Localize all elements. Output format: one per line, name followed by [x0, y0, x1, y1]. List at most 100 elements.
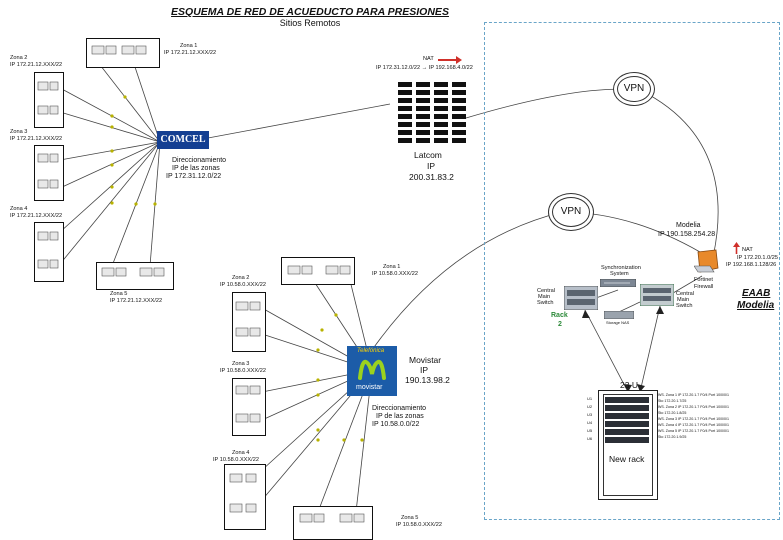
vpn-upper-inner: VPN: [617, 76, 651, 102]
vpn-lower-inner: VPN: [552, 197, 590, 227]
rack-entry-7: WS. Zona 5 IP 172.20.1.7 F0/4 Port 10/0/…: [658, 429, 730, 433]
movistar-addr-line-3: IP 10.58.0.0/22: [372, 421, 420, 428]
new-rack: New rack: [598, 390, 658, 500]
sync-label-2: System: [610, 271, 629, 277]
movistar-zone-2-name: Zona 2: [232, 275, 250, 281]
vpn-lower-label: VPN: [560, 206, 582, 217]
rack-slot-1: U1: [587, 396, 593, 401]
rack-entry-8: Sto 172.20.1.9/25: [658, 435, 687, 439]
rack-server: [605, 421, 649, 427]
rack-entry-5: WS. Zona 3 IP 172.20.1.7 F0/4 Port 10/0/…: [658, 417, 730, 421]
comcel-addr-line-1: Direccionamiento: [172, 157, 227, 164]
latcom-nat-label: NAT: [423, 56, 434, 62]
modelia-name: Modelia: [676, 222, 701, 229]
latcom-ip: 200.31.83.2: [409, 172, 454, 182]
movistar-zone-3-ip: IP 10.58.0.XXX/22: [220, 368, 266, 374]
sync-device-icon: [600, 279, 636, 287]
rack-label: Rack: [551, 312, 568, 319]
movistar-ip: 190.13.98.2: [405, 375, 450, 385]
movistar-zone-4-ip: IP 10.58.0.XXX/22: [213, 457, 259, 463]
rack-entry-3: WS. Zona 2 IP 172.20.1.7 F0/4 Port 10/0/…: [658, 405, 730, 409]
rack-slot-3: U3: [587, 412, 593, 417]
vpn-upper: VPN: [613, 72, 655, 106]
page-subtitle: Sitios Remotos: [279, 18, 341, 28]
new-rack-frame: [603, 394, 653, 496]
rack-server: [605, 429, 649, 435]
storage-nas-label: Storage NAS: [606, 320, 630, 325]
rack-entry-6: WS. Zona 4 IP 172.20.1.7 F0/4 Port 10/0/…: [658, 423, 730, 427]
latcom-ip-label: IP: [427, 161, 436, 171]
comcel-zone-2-box: [34, 72, 64, 128]
rack-slot-2: U2: [587, 404, 593, 409]
rack-server: [605, 405, 649, 411]
nat-right-line-1: IP 172.20.1.0/25: [737, 255, 778, 261]
vpn-upper-label: VPN: [623, 83, 645, 94]
nat-arrow-icon: [438, 56, 462, 64]
comcel-zone-1-ip: IP 172.21.12.XXX/22: [164, 50, 217, 56]
rtu-modem-icon: [37, 45, 165, 277]
comcel-addr-line-3: IP 172.31.12.0/22: [166, 173, 222, 180]
latcom-nat-rule: IP 172.31.12.0/22 → IP 192.168.4.0/22: [376, 65, 473, 71]
switch-left-1: Central: [537, 288, 556, 294]
firewall-label-2: Firewall: [694, 284, 714, 290]
movistar-m-icon: [358, 359, 386, 380]
rack-server: [605, 413, 649, 419]
rack-entry-4: Sto 172.20.1.8/25: [658, 411, 687, 415]
sync-label-1: Synchronization: [601, 265, 641, 271]
comcel-zone-5-ip: IP 172.21.12.XXX/22: [110, 298, 163, 304]
rack-entry-1: WS. Zona 1 IP 172.20.1.7 F0/4 Port 10/0/…: [658, 393, 730, 397]
movistar-ip-label: IP: [420, 365, 429, 375]
switch-right-3: Switch: [676, 303, 693, 309]
switch-left-3: Switch: [537, 300, 554, 306]
eaab-title: EAAB: [742, 288, 771, 299]
rtu-modem-icon: [229, 265, 365, 523]
movistar-logo: Telefónica movistar: [347, 346, 397, 396]
new-rack-label: New rack: [609, 454, 645, 464]
vpn-lower: VPN: [548, 193, 594, 231]
eaab-site-frame: [484, 22, 780, 520]
movistar-logo-top: Telefónica: [357, 348, 385, 354]
nat-right-label: NAT: [742, 247, 753, 253]
movistar-zone-4-name: Zona 4: [232, 450, 250, 456]
nat-up-arrow-icon: [733, 242, 740, 254]
latcom-building-icon: [398, 80, 466, 146]
movistar-addr-line-2: IP de las zonas: [376, 413, 424, 420]
rack-slot-6: U6: [587, 436, 593, 441]
comcel-zone-4-name: Zona 4: [10, 206, 28, 212]
movistar-zone-5-ip: IP 10.58.0.XXX/22: [396, 522, 442, 528]
movistar-addr-line-1: Direccionamiento: [372, 405, 427, 412]
movistar-zone-1-name: Zona 1: [383, 264, 401, 270]
switch-right-icon: [640, 284, 674, 306]
page-title: ESQUEMA DE RED DE ACUEDUCTO PARA PRESION…: [171, 6, 449, 18]
comcel-addr-line-2: IP de las zonas: [172, 165, 220, 172]
rack-number: 2: [558, 321, 562, 328]
switch-left-icon: [564, 286, 598, 310]
rack-entry-2: Sto 172.20.1.7/25: [658, 399, 687, 403]
rack-server: [605, 397, 649, 403]
comcel-zone-5-name: Zona 5: [110, 291, 128, 297]
switch-right-2: Main: [677, 297, 690, 303]
firewall-icon: [694, 249, 719, 273]
rack-server: [605, 437, 649, 443]
movistar-zone-5-name: Zona 5: [401, 515, 419, 521]
latcom-name: Latcom: [414, 150, 442, 160]
comcel-logo: COMCEL: [157, 131, 209, 149]
nat-right-line-2: IP 192.168.1.128/26: [726, 262, 777, 268]
movistar-logo-text: movistar: [356, 384, 383, 391]
comcel-zone-2-name: Zona 2: [10, 55, 28, 61]
switch-left-2: Main: [538, 294, 551, 300]
comcel-zone-1-name: Zona 1: [180, 43, 198, 49]
comcel-zone-4-ip: IP 172.21.12.XXX/22: [10, 213, 63, 219]
eaab-subtitle: Modelia: [737, 300, 775, 311]
comcel-zone-2-ip: IP 172.21.12.XXX/22: [10, 62, 63, 68]
comcel-zone-4-box: [34, 222, 64, 282]
movistar-name: Movistar: [409, 355, 442, 365]
comcel-zone-3-name: Zona 3: [10, 129, 28, 135]
movistar-zone-3-name: Zona 3: [232, 361, 250, 367]
rack-slot-4: U4: [587, 420, 593, 425]
comcel-zone-3-ip: IP 172.21.12.XXX/22: [10, 136, 63, 142]
switch-right-1: Central: [676, 291, 695, 297]
movistar-zone-1-ip: IP 10.58.0.XXX/22: [372, 271, 418, 277]
